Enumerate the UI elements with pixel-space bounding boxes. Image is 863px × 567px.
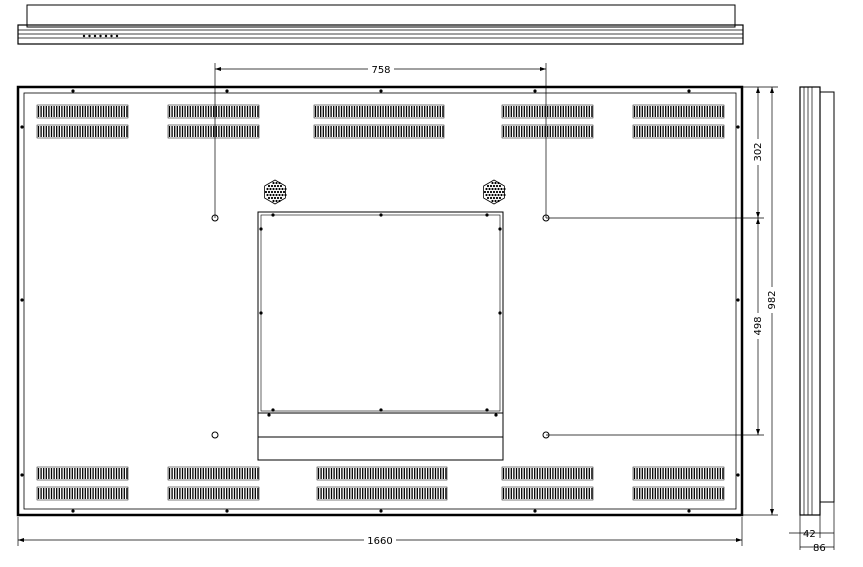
vent-grille — [167, 104, 260, 119]
dimension-vertical: 302 498 982 — [546, 86, 779, 516]
label-86: 86 — [813, 543, 826, 554]
label-1660: 1660 — [367, 536, 392, 547]
vent-grille — [36, 104, 129, 119]
electronics-panel — [257, 211, 504, 461]
vent-grille — [167, 124, 260, 139]
vent-grille — [632, 466, 725, 481]
front-view — [16, 85, 744, 517]
vent-grille — [313, 124, 445, 139]
label-758: 758 — [371, 65, 390, 76]
label-982: 982 — [767, 290, 778, 309]
fan-grille-left — [264, 179, 287, 205]
top-view — [17, 4, 744, 45]
label-302: 302 — [753, 142, 764, 161]
dimension-758: 758 — [214, 63, 547, 218]
vent-grille — [36, 486, 129, 501]
vent-grille — [501, 104, 594, 119]
vent-grille — [316, 486, 448, 501]
vent-grilles — [36, 104, 725, 501]
dimension-1660: 1660 — [17, 517, 743, 547]
border-screws — [20, 89, 740, 513]
label-42: 42 — [803, 529, 816, 540]
top-view-port-dots — [82, 34, 119, 38]
vent-grille — [632, 104, 725, 119]
vent-grille — [313, 104, 445, 119]
vent-grille — [36, 124, 129, 139]
label-498: 498 — [753, 316, 764, 335]
vent-grille — [632, 486, 725, 501]
vent-grille — [316, 466, 448, 481]
vent-grille — [167, 486, 260, 501]
vent-grille — [501, 466, 594, 481]
fan-grille-right — [483, 179, 506, 205]
vent-grille — [632, 124, 725, 139]
side-view: 42 86 — [789, 86, 835, 554]
vent-grille — [501, 124, 594, 139]
vent-grille — [167, 466, 260, 481]
vent-grille — [36, 466, 129, 481]
mounting-hole-bottom-left — [211, 431, 219, 439]
vent-grille — [501, 486, 594, 501]
